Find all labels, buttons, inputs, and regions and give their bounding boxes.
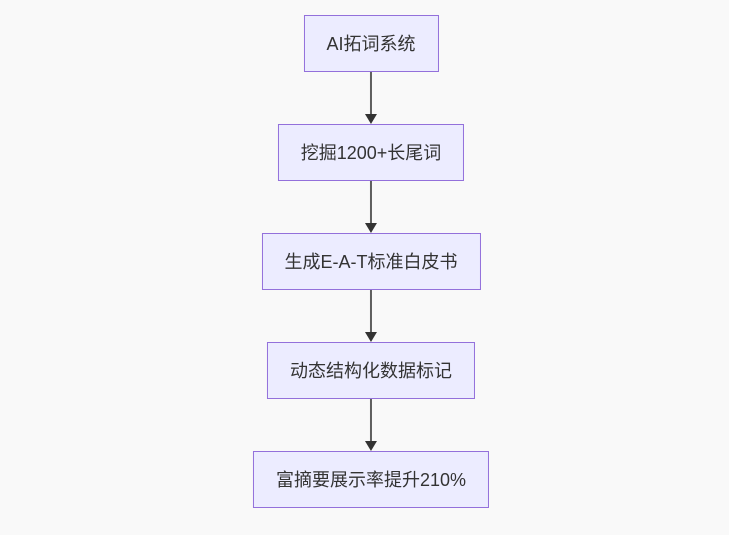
arrow-line <box>369 72 372 116</box>
flow-node-label: AI拓词系统 <box>326 33 416 54</box>
flow-node-ai-keyword-system: AI拓词系统 <box>303 15 439 72</box>
arrow-connector <box>364 72 378 124</box>
flow-node-label: 动态结构化数据标记 <box>289 360 452 381</box>
arrow-connector <box>364 399 378 451</box>
flow-node-label: 富摘要展示率提升210% <box>275 469 467 490</box>
flow-node-longtail-mining: 挖掘1200+长尾词 <box>277 124 465 181</box>
flow-node-label: 挖掘1200+长尾词 <box>300 142 442 163</box>
arrowhead-down-icon <box>364 223 377 233</box>
arrowhead-down-icon <box>364 114 377 124</box>
arrow-connector <box>364 181 378 233</box>
arrow-line <box>369 181 372 225</box>
flow-node-structured-data-markup: 动态结构化数据标记 <box>266 342 475 399</box>
flow-node-rich-snippet-result: 富摘要展示率提升210% <box>252 451 490 508</box>
arrow-line <box>369 290 372 334</box>
arrow-connector <box>364 290 378 342</box>
flowchart-column: AI拓词系统 挖掘1200+长尾词 生成E-A-T标准白皮书 动态结构化数据标记 <box>252 15 490 508</box>
flow-node-label: 生成E-A-T标准白皮书 <box>284 251 458 272</box>
arrowhead-down-icon <box>364 332 377 342</box>
arrowhead-down-icon <box>364 441 377 451</box>
arrow-line <box>369 399 372 443</box>
flow-node-eat-whitepaper: 生成E-A-T标准白皮书 <box>261 233 481 290</box>
